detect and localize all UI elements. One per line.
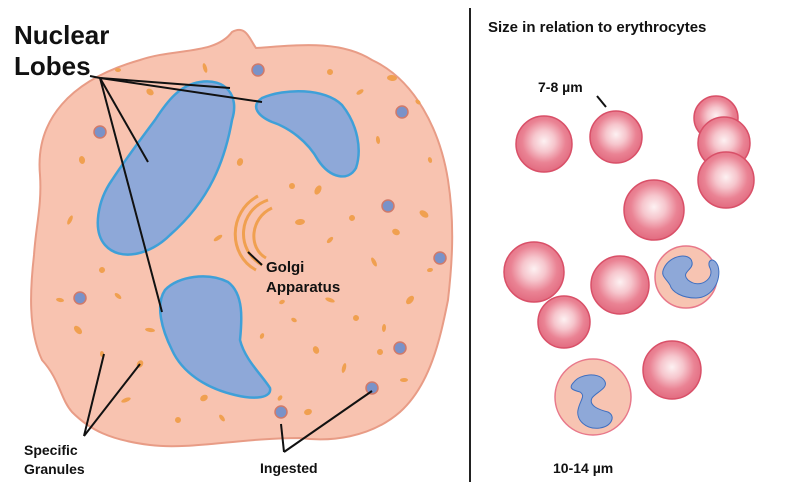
ingested-particle xyxy=(382,200,394,212)
ingested-particle xyxy=(396,106,408,118)
erythrocyte xyxy=(516,116,572,172)
granule xyxy=(115,68,121,72)
golgi-label-line2: Apparatus xyxy=(266,278,340,298)
ingested-particle xyxy=(94,126,106,138)
erythrocytes xyxy=(504,96,754,399)
erythrocyte-size-label: 7-8 µm xyxy=(538,80,583,95)
erythrocyte xyxy=(698,152,754,208)
erythrocyte xyxy=(624,180,684,240)
erythrocyte xyxy=(591,256,649,314)
nuclear-lobes-label: Nuclear Lobes xyxy=(14,20,109,82)
ingested-particle xyxy=(252,64,264,76)
erythrocyte xyxy=(504,242,564,302)
specific-granules-label-line1: Specific xyxy=(24,441,85,460)
nuclear-lobes-label-line2: Lobes xyxy=(14,51,109,82)
neutrophil-small-bottom xyxy=(555,359,631,435)
ingested-particle xyxy=(394,342,406,354)
nuclear-lobes-label-line1: Nuclear xyxy=(14,20,109,51)
neutrophil-size-label: 10-14 µm xyxy=(553,461,613,476)
ingested-particle xyxy=(275,406,287,418)
ingested-label: Ingested xyxy=(260,461,318,476)
erythrocyte xyxy=(590,111,642,163)
ingested-particle xyxy=(434,252,446,264)
ingested-particle xyxy=(74,292,86,304)
erythrocyte xyxy=(643,341,701,399)
golgi-label-line1: Golgi xyxy=(266,258,340,278)
specific-granules-label: Specific Granules xyxy=(24,441,85,479)
neutrophil-small-right xyxy=(655,246,719,308)
panel-title: Size in relation to erythrocytes xyxy=(488,20,706,37)
erythrocyte xyxy=(538,296,590,348)
golgi-label: Golgi Apparatus xyxy=(266,258,340,298)
specific-granules-label-line2: Granules xyxy=(24,460,85,479)
